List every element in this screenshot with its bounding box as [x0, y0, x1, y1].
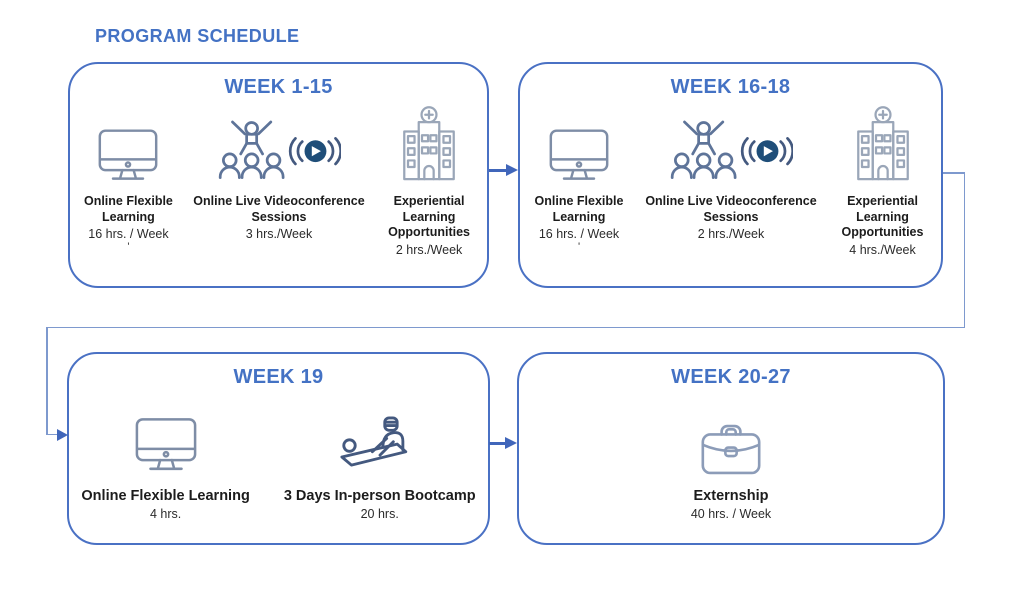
flow-connector-segment — [963, 172, 965, 328]
monitor-icon — [549, 129, 609, 180]
activity-hours: 40 hrs. / Week — [690, 507, 772, 522]
monitor-icon — [135, 418, 196, 471]
activity-online-flexible-learning: Online Flexible Learning 4 hrs. — [81, 389, 250, 522]
box-title: WEEK 20-27 — [671, 366, 791, 388]
activity-label: Online Flexible Learning — [81, 488, 250, 504]
week-1-15-box: WEEK 1-15 Online Flexible Learning 16 hr… — [68, 62, 489, 288]
monitor-icon — [99, 129, 158, 180]
activity-hours: 4 hrs./Week — [849, 242, 916, 257]
activity-hours: 16 hrs. / Week — [88, 227, 169, 242]
activity-label: Online Flexible Learning — [534, 194, 624, 224]
flow-connector-segment — [46, 433, 59, 435]
activity-hours: 4 hrs. — [149, 507, 182, 522]
activities-row: Online Flexible Learning 16 hrs. / Week … — [520, 101, 941, 257]
activity-hours: 20 hrs. — [360, 507, 399, 522]
hospital-icon — [856, 106, 909, 181]
activity-experiential-learning: Experiential Learning Opportunities 2 hr… — [371, 101, 487, 257]
activity-label: Online Live Videoconference Sessions — [645, 194, 817, 224]
box-title: WEEK 16-18 — [670, 76, 791, 98]
activity-label: 3 Days In-person Bootcamp — [283, 488, 476, 504]
hospital-icon — [403, 106, 455, 181]
videoconference-icon — [670, 120, 793, 179]
activity-hours: 16 hrs. / Week — [538, 227, 620, 242]
activity-label: Online Flexible Learning — [83, 194, 173, 224]
page-title: PROGRAM SCHEDULE — [95, 26, 300, 46]
play-icon — [304, 140, 327, 163]
flow-arrow-2-line — [489, 442, 507, 445]
activity-hours: 2 hrs./Week — [697, 227, 765, 242]
activity-online-live-videoconference: Online Live Videoconference Sessions 2 h… — [638, 101, 824, 241]
broadcast-parentheses-icon — [288, 137, 341, 166]
flow-connector-segment — [46, 326, 48, 435]
flow-connector-head-icon — [57, 428, 68, 441]
week-16-18-box: WEEK 16-18 Online Flexible Learning 16 h… — [518, 62, 943, 288]
bootcamp-icon — [340, 416, 407, 467]
activity-note: ' — [127, 241, 130, 254]
week-20-27-box: WEEK 20-27 Externship 40 hrs. / Week — [517, 352, 945, 545]
activity-online-flexible-learning: Online Flexible Learning 16 hrs. / Week … — [70, 101, 187, 254]
flow-connector-segment — [943, 172, 965, 174]
flow-arrow-1-head-icon — [506, 164, 518, 176]
activity-label: Experiential Learning Opportunities — [841, 194, 924, 240]
box-title: WEEK 19 — [233, 366, 324, 388]
activity-hours: 3 hrs./Week — [245, 227, 313, 242]
activity-online-live-videoconference: Online Live Videoconference Sessions 3 h… — [187, 101, 371, 241]
play-icon — [756, 140, 779, 163]
activity-label: Experiential Learning Opportunities — [388, 194, 471, 240]
activity-externship: Externship 40 hrs. / Week — [691, 389, 771, 521]
activities-row: Online Flexible Learning 4 hrs. 3 Days I… — [69, 389, 488, 521]
box-title: WEEK 1-15 — [224, 76, 333, 98]
activity-note: ' — [577, 241, 581, 254]
activities-row: Externship 40 hrs. / Week — [519, 389, 943, 521]
week-19-box: WEEK 19 Online Flexible Learning 4 hrs. — [67, 352, 490, 545]
flow-connector-segment — [46, 326, 965, 328]
activity-label: Online Live Videoconference Sessions — [193, 194, 365, 224]
videoconference-icon — [218, 120, 341, 179]
briefcase-icon — [701, 424, 761, 475]
activity-hours: 2 hrs./Week — [395, 242, 463, 257]
activity-label: Externship — [693, 488, 769, 504]
broadcast-parentheses-icon — [740, 137, 793, 166]
activity-online-flexible-learning: Online Flexible Learning 16 hrs. / Week … — [520, 101, 638, 254]
activities-row: Online Flexible Learning 16 hrs. / Week … — [70, 101, 487, 257]
activity-experiential-learning: Experiential Learning Opportunities 4 hr… — [824, 101, 941, 257]
flow-arrow-1-line — [489, 169, 508, 172]
flow-arrow-2-head-icon — [505, 437, 517, 449]
activity-inperson-bootcamp: 3 Days In-person Bootcamp 20 hrs. — [284, 389, 476, 521]
